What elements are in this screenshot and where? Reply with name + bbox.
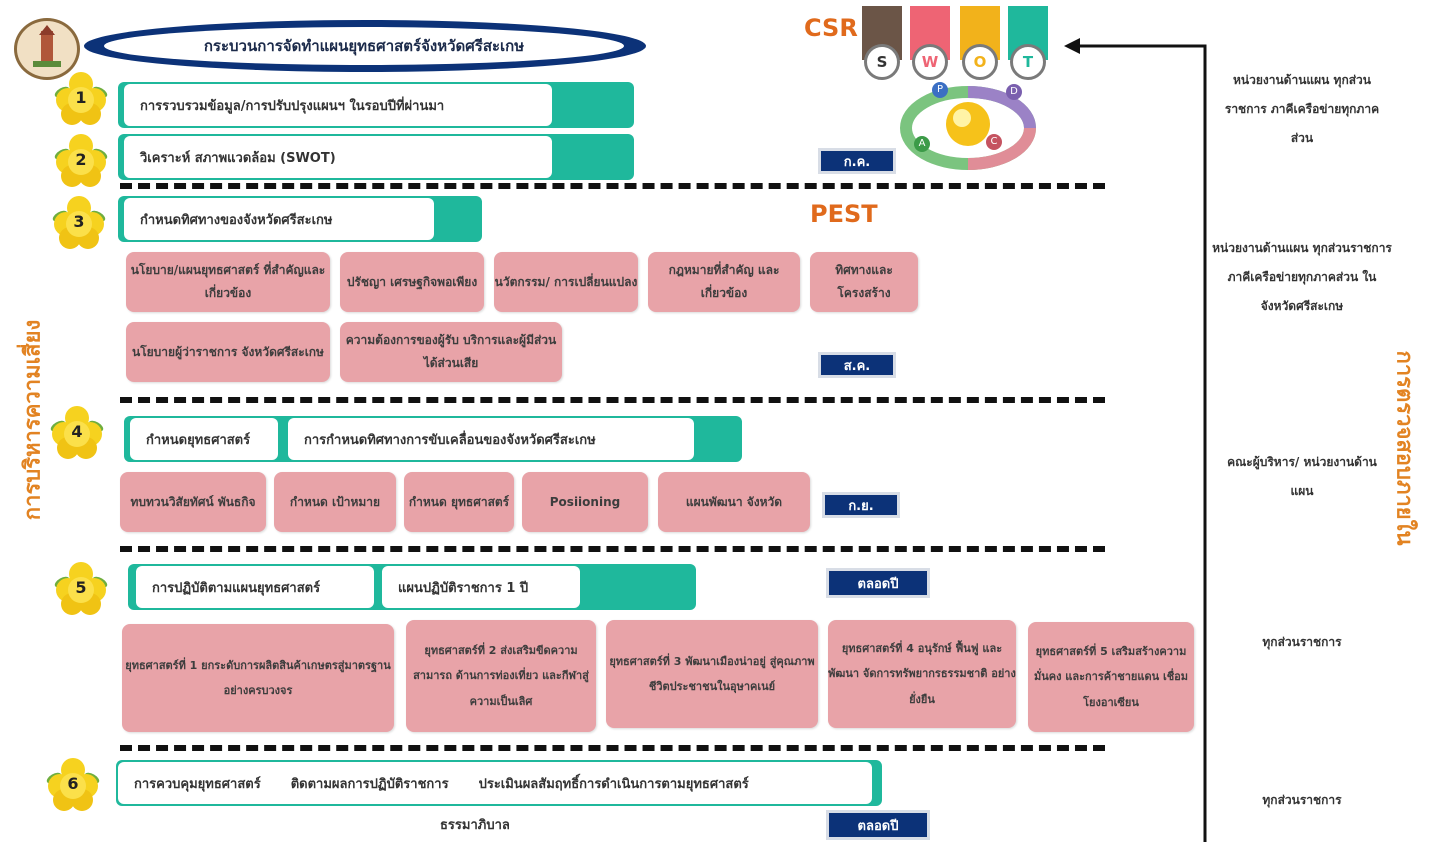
- step3-text: กำหนดทิศทางของจังหวัดศรีสะเกษ: [124, 198, 434, 240]
- step4-item: กำหนด เป้าหมาย: [274, 472, 396, 532]
- page-title: กระบวนการจัดทำแผนยุทธศาสตร์จังหวัดศรีสะเ…: [104, 27, 624, 65]
- step-number: 1: [75, 88, 87, 107]
- step4-text-secondary: การกำหนดทิศทางการขับเคลื่อนของจังหวัดศรี…: [288, 418, 694, 460]
- internal-audit-label: การตรวจสอบภายใน: [1391, 350, 1417, 546]
- province-seal-logo: [14, 18, 80, 80]
- step-number-flower: 6: [44, 756, 102, 814]
- responsible-label: คณะผู้บริหาร/ หน่วยงานด้านแผน: [1227, 455, 1377, 498]
- strategy-item: ยุทธศาสตร์ที่ 3 พัฒนาเมืองน่าอยู่ สู่คุณ…: [606, 620, 818, 728]
- step-number: 5: [75, 578, 87, 597]
- divider: [120, 183, 1105, 189]
- step1-text: การรวบรวมข้อมูล/การปรับปรุงแผนฯ ในรอบปีท…: [124, 84, 552, 126]
- pest-label: PEST: [810, 200, 878, 228]
- csr-label: CSR: [804, 14, 858, 42]
- responsible-label: หน่วยงานด้านแผน ทุกส่วนราชการ ภาคีเครือข…: [1224, 73, 1380, 145]
- step4-item: กำหนด ยุทธศาสตร์: [404, 472, 514, 532]
- step3-item: นโยบายผู้ว่าราชการ จังหวัดศรีสะเกษ: [126, 322, 330, 382]
- step-number-flower: 5: [52, 560, 110, 618]
- strategy-item: ยุทธศาสตร์ที่ 4 อนุรักษ์ ฟื้นฟู และพัฒนา…: [828, 620, 1016, 728]
- cycle-letter-d: D: [1006, 84, 1022, 100]
- step3-item: นโยบาย/แผนยุทธศาสตร์ ที่สำคัญและเกี่ยวข้…: [126, 252, 330, 312]
- cycle-letter-p: P: [932, 82, 948, 98]
- step6-text-tertiary: ประเมินผลสัมฤทธิ์การดำเนินการตามยุทธศาสต…: [478, 776, 749, 792]
- step6-period-badge: ตลอดปี: [826, 810, 930, 840]
- divider: [120, 397, 1105, 403]
- step2-month-badge: ก.ค.: [818, 148, 896, 174]
- pdca-cycle-graphic: P D C A: [898, 80, 1038, 170]
- divider: [120, 546, 1105, 552]
- responsible-label: ทุกส่วนราชการ: [1262, 793, 1342, 807]
- cycle-letter-a: A: [914, 136, 930, 152]
- step6-text-secondary: ติดตามผลการปฏิบัติราชการ: [290, 776, 449, 792]
- step6-text-row: การควบคุมยุทธศาสตร์ ติดตามผลการปฏิบัติรา…: [118, 762, 872, 804]
- step5-text-secondary: แผนปฏิบัติราชการ 1 ปี: [382, 566, 580, 608]
- step3-month-badge: ส.ค.: [818, 352, 896, 378]
- step-number: 6: [67, 774, 79, 793]
- responsible-label: หน่วยงานด้านแผน ทุกส่วนราชการ ภาคีเครือข…: [1212, 241, 1392, 313]
- step-number: 3: [73, 212, 85, 231]
- feedback-arrow: [1064, 38, 1207, 842]
- swot-letter: T: [1010, 44, 1046, 80]
- swot-letter: O: [962, 44, 998, 80]
- step3-item: กฎหมายที่สำคัญ และเกี่ยวข้อง: [648, 252, 800, 312]
- step3-item: นวัตกรรม/ การเปลี่ยนแปลง: [494, 252, 638, 312]
- risk-management-label: การบริหารความเสี่ยง: [20, 319, 46, 521]
- responsible-label: ทุกส่วนราชการ: [1262, 635, 1342, 649]
- step4-item: แผนพัฒนา จังหวัด: [658, 472, 810, 532]
- strategy-item: ยุทธศาสตร์ที่ 1 ยกระดับการผลิตสินค้าเกษต…: [122, 624, 394, 732]
- step3-item: ความต้องการของผู้รับ บริการและผู้มีส่วนไ…: [340, 322, 562, 382]
- step-number-flower: 2: [52, 132, 110, 190]
- step2-text: วิเคราะห์ สภาพแวดล้อม (SWOT): [124, 136, 552, 178]
- step6-text: การควบคุมยุทธศาสตร์: [134, 776, 261, 792]
- swot-letter: W: [912, 44, 948, 80]
- swot-letter: S: [864, 44, 900, 80]
- step4-month-badge: ก.ย.: [822, 492, 900, 518]
- step4-text: กำหนดยุทธศาสตร์: [130, 418, 278, 460]
- step-number: 2: [75, 150, 87, 169]
- step3-item: ปรัชญา เศรษฐกิจพอเพียง: [340, 252, 484, 312]
- cycle-letter-c: C: [986, 134, 1002, 150]
- step4-item: ทบทวนวิสัยทัศน์ พันธกิจ: [120, 472, 266, 532]
- step4-item: Posiioning: [522, 472, 648, 532]
- step5-text: การปฏิบัติตามแผนยุทธศาสตร์: [136, 566, 374, 608]
- step-number-flower: 4: [48, 404, 106, 462]
- good-governance-label: ธรรมาภิบาล: [440, 818, 510, 833]
- step5-period-badge: ตลอดปี: [826, 568, 930, 598]
- divider: [120, 745, 1105, 751]
- step-number-flower: 3: [50, 194, 108, 252]
- strategy-item: ยุทธศาสตร์ที่ 2 ส่งเสริมขีดความสามารถ ด้…: [406, 620, 596, 732]
- strategy-item: ยุทธศาสตร์ที่ 5 เสริมสร้างความมั่นคง และ…: [1028, 622, 1194, 732]
- step-number: 4: [71, 422, 83, 441]
- step3-item: ทิศทางและ โครงสร้าง: [810, 252, 918, 312]
- step-number-flower: 1: [52, 70, 110, 128]
